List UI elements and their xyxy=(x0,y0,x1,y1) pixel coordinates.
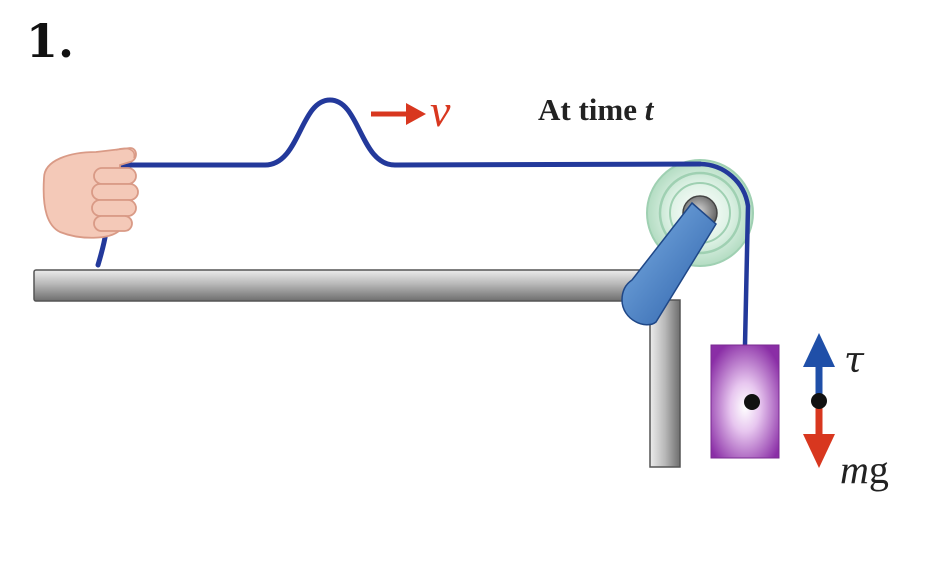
force-point xyxy=(811,393,827,409)
time-label-prefix: At time xyxy=(538,92,645,127)
velocity-arrow xyxy=(371,103,426,125)
tension-label: τ xyxy=(844,340,864,381)
rope-over-pulley xyxy=(697,161,751,348)
free-body-diagram xyxy=(803,333,835,468)
tension-arrowhead xyxy=(803,333,835,367)
velocity-label: v xyxy=(430,85,451,136)
mass-symbol: m xyxy=(840,447,869,492)
table-leg xyxy=(649,299,681,468)
rope xyxy=(111,97,703,168)
pulley-bracket xyxy=(621,201,717,326)
hand-icon xyxy=(42,147,139,239)
time-variable: t xyxy=(644,92,654,127)
table-top xyxy=(33,269,657,302)
weight-arrowhead xyxy=(803,434,835,468)
hanging-block-icon xyxy=(710,344,780,459)
problem-number: 1. xyxy=(26,14,75,68)
gravity-symbol: g xyxy=(868,447,889,492)
time-label: At time t xyxy=(538,92,653,128)
weight-label: mg xyxy=(840,446,889,493)
